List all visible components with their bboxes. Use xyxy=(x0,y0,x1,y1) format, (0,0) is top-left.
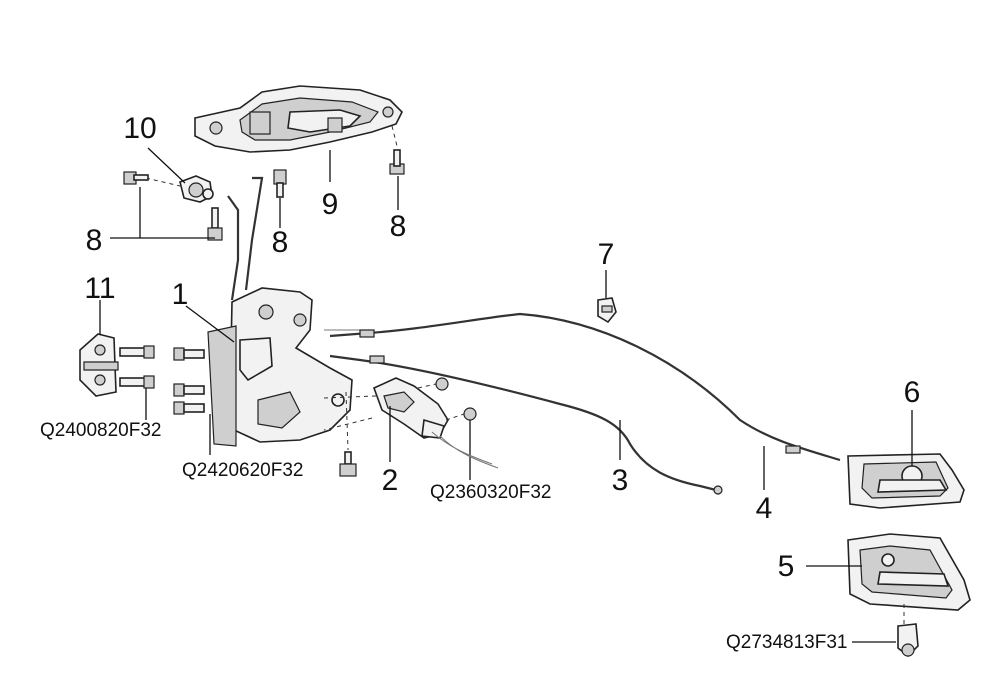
cable-part-4 xyxy=(329,312,841,462)
screw-icon xyxy=(173,383,205,397)
bolt-icon xyxy=(339,451,357,477)
screw-icon xyxy=(435,377,449,391)
screw-icon xyxy=(173,401,205,415)
callout-7: 7 xyxy=(598,238,615,271)
bolt-icon xyxy=(123,171,149,185)
dashed-guide xyxy=(391,125,399,151)
callout-3: 3 xyxy=(612,464,629,497)
handle-bezel-part-5 xyxy=(847,533,971,611)
clip-part-7 xyxy=(597,297,617,324)
bolt-icon xyxy=(207,207,223,241)
cable-clip xyxy=(359,329,375,338)
callout-9: 9 xyxy=(322,188,339,221)
part-code-latch-screw: Q2420620F32 xyxy=(182,460,304,481)
dashed-guide xyxy=(345,391,349,451)
leader-line-10 xyxy=(147,147,186,184)
screw-icon xyxy=(897,623,919,658)
callout-2: 2 xyxy=(382,464,399,497)
door-latch-part-1 xyxy=(207,287,353,447)
rod xyxy=(227,195,240,301)
actuator-wire xyxy=(431,431,499,469)
callout-8c: 8 xyxy=(390,210,407,243)
screw-icon xyxy=(119,345,155,359)
callout-6: 6 xyxy=(904,376,921,409)
screw-icon xyxy=(173,347,205,361)
callout-11: 11 xyxy=(84,272,115,305)
callout-10: 10 xyxy=(123,112,156,145)
cable-clip xyxy=(785,445,801,454)
callout-5: 5 xyxy=(778,550,795,583)
dashed-guide xyxy=(323,417,373,431)
outside-handle-part-9 xyxy=(194,85,403,153)
cable-clip xyxy=(369,355,385,364)
leader-line-1 xyxy=(185,305,235,343)
callout-8a: 8 xyxy=(86,224,103,257)
dashed-guide xyxy=(445,413,465,421)
inside-handle-part-6 xyxy=(847,453,965,509)
bolt-icon xyxy=(389,149,405,175)
callout-8b: 8 xyxy=(272,226,289,259)
bolt-icon xyxy=(273,169,287,198)
dashed-guide xyxy=(323,395,377,399)
cable-part-3 xyxy=(329,354,717,492)
callout-4: 4 xyxy=(756,492,773,525)
leader-line-8a xyxy=(110,187,215,239)
lock-actuator-part-2 xyxy=(372,377,449,439)
cable-end xyxy=(713,485,723,495)
callout-1: 1 xyxy=(172,278,189,311)
rod xyxy=(244,176,264,291)
dashed-guide xyxy=(145,177,181,187)
part-code-actuator-screw: Q2360320F32 xyxy=(430,482,552,503)
door-striker-part-11 xyxy=(79,333,119,397)
dashed-guide xyxy=(417,383,437,389)
part-code-striker-screw: Q2400820F32 xyxy=(40,420,162,441)
part-code-bezel-screw: Q2734813F31 xyxy=(726,632,848,653)
screw-icon xyxy=(119,375,155,389)
screw-icon xyxy=(463,407,477,421)
lock-cylinder-part-10 xyxy=(179,175,214,203)
